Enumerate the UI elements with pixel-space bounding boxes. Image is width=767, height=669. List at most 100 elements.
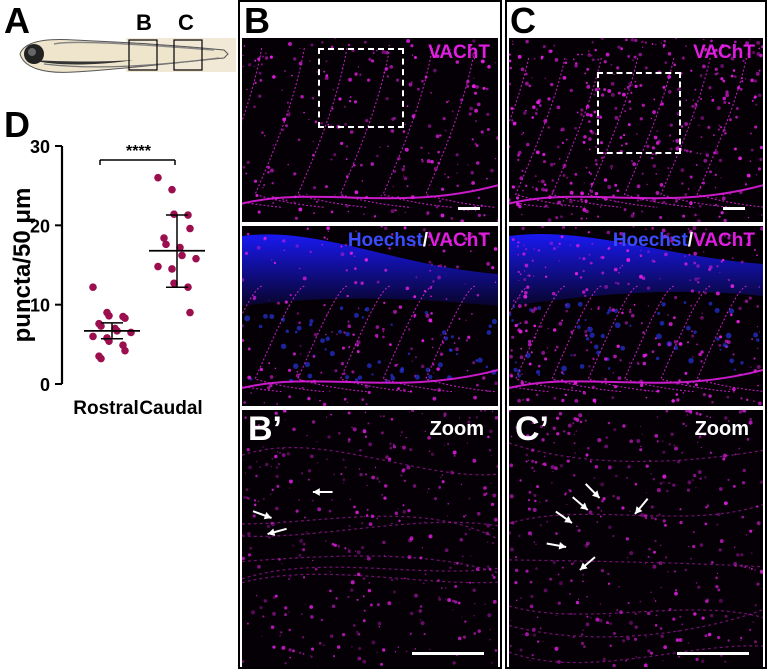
muscle-fiber-stain [515,57,585,208]
arrow-icon [546,542,567,550]
data-point [105,311,113,320]
data-point [178,251,186,260]
muscle-fiber-stain [515,285,585,393]
panel-label-b-prime: B’ [248,410,282,448]
muscle-fiber-stain [696,57,763,208]
data-point [192,254,200,263]
data-point [154,173,162,182]
image-c-vacht: VAChT [509,38,763,222]
y-tick-label: 0 [40,375,50,395]
panel-label-d: D [4,104,30,145]
vacht-label: VAChT [428,42,490,63]
panel-label-a: A [4,0,30,41]
zoom-label: Zoom [694,418,749,440]
data-point [162,240,170,249]
data-point [170,210,178,219]
scale-bar [677,652,749,655]
arrow-icon [579,556,596,571]
data-point [89,332,97,341]
panel-label-c: C [510,0,536,41]
fiber-stain [242,521,498,537]
y-tick-label: 30 [30,137,50,157]
scale-bar [458,207,480,210]
muscle-fiber-stain [382,285,453,393]
image-b-hoechst-vacht: Hoechst/VAChT [242,226,498,406]
muscle-fiber-stain [339,285,410,393]
muscle-fiber-stain [509,57,549,208]
panel-column-c: VAChT Hoechst/VAChT C’ Zoom [505,0,767,669]
data-point [168,185,176,194]
arrow-icon [572,496,589,511]
arrow-icon [584,483,601,499]
muscle-fiber-stain [660,285,730,393]
x-category-label: Rostral [73,398,138,419]
zoom-region-box [318,48,404,128]
fiber-stain [242,566,498,580]
panel-label-c-prime: C’ [515,410,549,448]
data-point [168,265,176,273]
muscle-fiber-stain [254,47,325,208]
fiber-stain [509,605,763,619]
fiber-stain [509,645,763,664]
fiber-stain [509,559,763,568]
muscle-fiber-stain [696,285,763,392]
image-c-hoechst-vacht: Hoechst/VAChT [509,226,763,406]
data-point [170,279,178,288]
muscle-fiber-stain [551,57,622,208]
fiber-stain [509,503,763,525]
fiber-stain [242,555,498,574]
vacht-label: VAChT [693,230,755,251]
arrow-icon [312,488,333,496]
arrow-icon [252,510,272,520]
vacht-label: VAChT [428,230,490,251]
muscle-fiber-stain [382,47,453,208]
data-point [186,224,194,233]
zebrafish-larva-illustration [19,38,236,73]
region-box-c [173,39,203,71]
merge-label: Hoechst/VAChT [613,230,755,252]
slash-label: / [422,230,429,251]
data-point [160,234,168,242]
muscle-fiber-stain [509,285,549,393]
slash-label: / [687,230,694,251]
arrow-icon [267,527,287,536]
data-point [127,328,135,337]
fiber-stain [242,573,498,584]
y-tick-label: 10 [30,296,50,316]
panel-column-b: VAChT Hoechst/VAChT B’ Zoom [238,0,502,669]
muscle-fiber-stain [587,285,658,393]
muscle-fiber-stain [623,285,694,393]
region-box-b [128,39,158,71]
fiber-stain [242,515,498,540]
x-category-label: Caudal [139,398,202,419]
scale-bar [723,207,745,210]
y-axis-label: puncta/50 μm [9,188,36,343]
data-point [121,314,129,322]
fish-box-label-b: B [136,10,152,35]
hoechst-label: Hoechst [612,230,688,251]
hoechst-label: Hoechst [347,230,423,251]
nuclear-stain-band [509,233,763,306]
arrow-icon [634,498,649,515]
data-point [89,283,97,292]
arrow-icon [555,510,573,524]
image-b-zoom: B’ Zoom [242,410,498,667]
zoom-region-box [597,72,681,154]
y-tick-label: 20 [30,216,50,236]
merge-label: Hoechst/VAChT [348,230,490,252]
nuclear-stain-band [242,234,498,306]
data-point [186,308,194,317]
significance-stars: **** [126,143,152,160]
muscle-fiber-stain [660,57,730,208]
data-point [176,243,184,252]
data-point [154,262,162,271]
muscle-fiber-stain [425,47,495,208]
fiber-stain [509,442,763,463]
muscle-fiber-stain [297,47,367,208]
fiber-stain [509,609,763,638]
fish-box-label-c: C [178,10,194,35]
scale-bar [412,652,484,655]
muscle-fiber-stain [242,47,282,208]
data-point [121,346,129,355]
zoom-label: Zoom [429,418,484,440]
